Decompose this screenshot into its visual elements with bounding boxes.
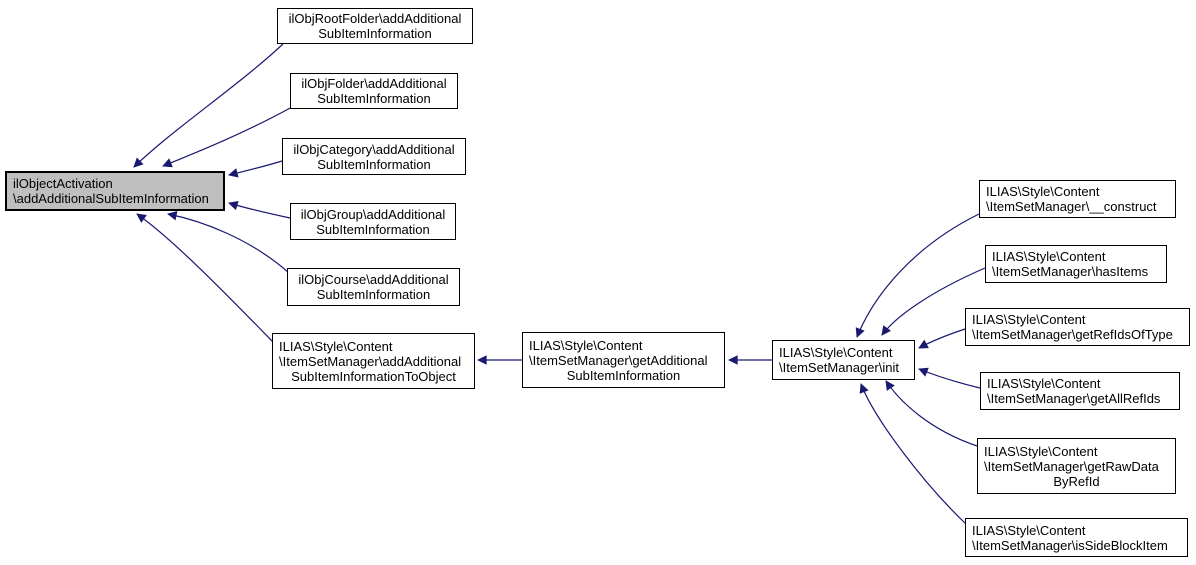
graph-node-getadditional[interactable]: ILIAS\Style\Content\ItemSetManager\getAd…: [522, 332, 725, 388]
edge-addtoobject-to-target: [136, 213, 274, 343]
edge-getrefidsoftype-to-init: [918, 328, 966, 349]
edge-group-to-target: [228, 200, 291, 219]
node-label-line: ILIAS\Style\Content: [984, 443, 1098, 459]
node-label-line: SubItemInformationToObject: [291, 368, 456, 384]
node-label-line: \ItemSetManager\getRawData: [984, 458, 1159, 474]
edge-hasitems-to-init: [881, 267, 986, 336]
edge-issideblock-to-init: [859, 383, 967, 525]
edge-folder-to-target: [162, 106, 293, 168]
node-label-line: ilObjRootFolder\addAdditional: [288, 11, 462, 26]
graph-node-init[interactable]: ILIAS\Style\Content\ItemSetManager\init: [772, 340, 915, 380]
node-label-line: ilObjCategory\addAdditional: [293, 141, 455, 157]
node-label-line: ilObjFolder\addAdditional: [301, 76, 447, 91]
edge-getallrefids-to-init: [918, 367, 981, 389]
graph-node-issideblock[interactable]: ILIAS\Style\Content\ItemSetManager\isSid…: [965, 518, 1188, 557]
edge-getrawdata-to-init: [885, 380, 978, 447]
node-label-line: \ItemSetManager\getAdditional: [529, 352, 708, 368]
node-label-line: SubItemInformation: [318, 26, 432, 41]
graph-node-construct[interactable]: ILIAS\Style\Content\ItemSetManager\__con…: [979, 180, 1176, 218]
node-label-line: ilObjCourse\addAdditional: [298, 272, 449, 287]
node-label-line: SubItemInformation: [316, 221, 430, 237]
graph-node-target: ilObjectActivation\addAdditionalSubItemI…: [5, 171, 225, 211]
node-label-line: ilObjectActivation: [13, 176, 113, 191]
node-label-line: \ItemSetManager\init: [779, 360, 899, 375]
graph-node-getrefidsoftype[interactable]: ILIAS\Style\Content\ItemSetManager\getRe…: [965, 308, 1190, 346]
node-label-line: ILIAS\Style\Content: [987, 376, 1101, 391]
edge-rootfolder-to-target: [133, 43, 284, 168]
node-label-line: ByRefId: [1053, 473, 1100, 489]
node-label-line: \ItemSetManager\getAllRefIds: [987, 391, 1161, 406]
node-label-line: ILIAS\Style\Content: [279, 338, 393, 354]
graph-node-getallrefids[interactable]: ILIAS\Style\Content\ItemSetManager\getAl…: [980, 372, 1180, 410]
node-label-line: \ItemSetManager\isSideBlockItem: [972, 537, 1168, 553]
graph-node-hasitems[interactable]: ILIAS\Style\Content\ItemSetManager\hasIt…: [985, 245, 1167, 283]
node-label-line: ILIAS\Style\Content: [986, 184, 1100, 199]
edge-category-to-target: [228, 160, 283, 178]
edge-group: [133, 43, 986, 525]
node-label-line: \addAdditionalSubItemInformation: [13, 191, 209, 206]
node-label-line: ilObjGroup\addAdditional: [300, 206, 446, 222]
node-label-line: SubItemInformation: [317, 91, 431, 106]
node-label-line: ILIAS\Style\Content: [972, 312, 1086, 327]
node-label-line: ILIAS\Style\Content: [529, 337, 643, 353]
node-label-line: \ItemSetManager\addAdditional: [279, 353, 462, 369]
node-label-line: ILIAS\Style\Content: [779, 345, 893, 360]
graph-node-getrawdata[interactable]: ILIAS\Style\Content\ItemSetManager\getRa…: [977, 438, 1176, 494]
edge-construct-to-init: [855, 213, 980, 338]
node-label-line: SubItemInformation: [566, 367, 681, 383]
node-label-line: SubItemInformation: [316, 287, 431, 302]
node-label-line: \ItemSetManager\__construct: [986, 199, 1157, 214]
node-label-line: ILIAS\Style\Content: [992, 249, 1106, 264]
node-label-line: \ItemSetManager\hasItems: [992, 264, 1149, 279]
node-label-line: \ItemSetManager\getRefIdsOfType: [972, 327, 1173, 342]
node-label-line: ILIAS\Style\Content: [972, 522, 1086, 538]
node-label-line: SubItemInformation: [317, 156, 431, 172]
graph-node-addtoobject[interactable]: ILIAS\Style\Content\ItemSetManager\addAd…: [272, 333, 475, 389]
edge-course-to-target: [167, 210, 289, 273]
